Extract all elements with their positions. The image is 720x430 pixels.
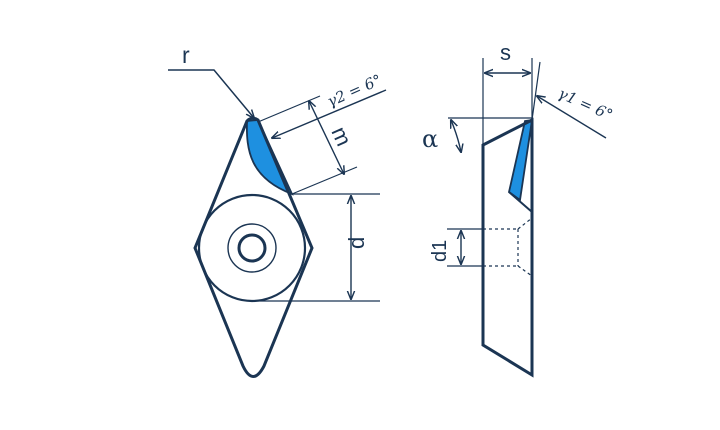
front-view: r m γ2 = 6° d	[168, 42, 387, 378]
side-view: s γ1 = 6° α d1	[422, 40, 615, 378]
m-extension-line-top	[257, 95, 321, 123]
gamma1-angle-line	[531, 61, 541, 121]
radius-label: r	[182, 42, 190, 68]
d-label: d	[344, 237, 369, 249]
hidden-line-chamfer-top	[517, 217, 533, 230]
m-extension-line-bottom	[291, 166, 358, 195]
alpha-arc	[451, 120, 461, 152]
hole-countersink-circle	[227, 223, 277, 273]
hidden-line-chamfer-bottom	[517, 265, 533, 277]
s-label: s	[500, 40, 511, 65]
side-outline	[481, 117, 534, 378]
gamma2-label: γ2 = 6°	[324, 71, 384, 111]
radius-leader-line	[168, 69, 254, 118]
d1-label: d1	[429, 240, 451, 262]
m-dimension-line	[309, 101, 344, 174]
alpha-label: α	[422, 125, 438, 153]
hole-bore-circle	[237, 233, 267, 263]
chipbreaker-contour	[508, 191, 533, 213]
chipbreaker-highlight	[507, 118, 534, 202]
gamma1-leader-line	[537, 96, 607, 139]
gamma1-label: γ1 = 6°	[555, 84, 615, 124]
insert-outer-circle	[197, 193, 307, 303]
gamma2-leader-line	[272, 89, 387, 138]
